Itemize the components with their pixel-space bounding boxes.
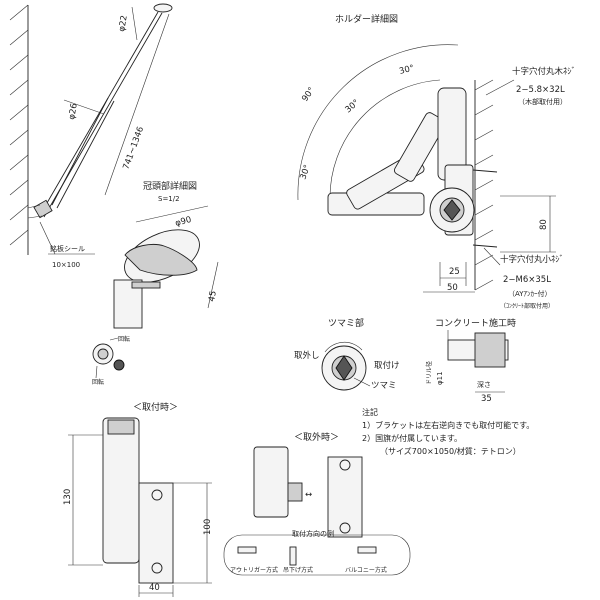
mounted-screw-bottom	[151, 562, 163, 574]
rotation-knob	[113, 359, 125, 371]
screw-small-size: 2−M6×35L	[503, 275, 551, 285]
removed-detail: ＜取外時＞ ↔	[253, 431, 363, 538]
knob-title: ツマミ部	[328, 317, 364, 329]
holder-knob-grip	[443, 199, 461, 221]
pole-cap-knob	[153, 3, 173, 13]
dim-50: 50	[447, 283, 458, 293]
screw-wood-size: 2−5.8×32L	[516, 85, 565, 95]
methods-title: 取付方向の例	[292, 529, 334, 538]
screw-wood-label: 十字穴付丸木ﾈｼﾞ	[512, 66, 576, 77]
angle-30-b: 30°	[344, 98, 362, 115]
wall-hatch	[9, 4, 29, 255]
knob-detail: ツマミ部 取外し 取付け ツマミ	[294, 317, 400, 391]
mounted-screw-top	[151, 489, 163, 501]
dim-40: 40	[149, 583, 160, 593]
notes: 注記 1）ブラケットは左右逆向きでも取付可能です。 2）国旗が付属しています。 …	[362, 407, 534, 456]
angle-30-a: 30°	[398, 63, 415, 77]
mounted-detail: ＜取付時＞ 130 100 40	[63, 402, 213, 597]
method-1-label: アウトリガー方式	[230, 566, 278, 574]
holder-detail: ホルダー詳細図 90° 30° 30° 30° 十字穴付丸木ﾈｼﾞ 2−5.8×…	[297, 13, 576, 310]
cap-detail-scale: S=1/2	[158, 195, 180, 203]
cap-pin	[131, 281, 161, 289]
pole-dia-mid: φ26	[67, 103, 80, 121]
flag-pole	[27, 3, 173, 219]
note-line-3: （サイズ700×1050/材質：テトロン）	[380, 446, 521, 456]
note-line-2: 2）国旗が付属しています。	[362, 433, 462, 443]
knob-label: ツマミ	[371, 381, 397, 391]
screw-small-note2: （ｺﾝｸﾘｰﾄ部取付用）	[500, 302, 554, 310]
holder-detail-title: ホルダー詳細図	[335, 13, 398, 25]
cap-dia: φ90	[174, 215, 192, 229]
pole-length: 741~1346	[121, 125, 146, 171]
pole-dia-top: φ22	[117, 15, 130, 33]
bracket-mount	[33, 199, 53, 219]
pole-dimensions: φ22 φ26 741~1346 銘板シール 10×100	[39, 6, 170, 269]
removed-screw-top	[339, 459, 351, 471]
knob-remove: 取外し	[294, 350, 320, 361]
dim-25: 25	[449, 267, 460, 277]
knob-rotation-arc	[324, 341, 363, 353]
drill-dia: φ11	[436, 371, 444, 385]
mounted-pole	[102, 417, 140, 564]
screw-wood-note: （木部取付用）	[518, 97, 567, 106]
method-3-label: バルコニー方式	[345, 566, 387, 574]
method-2-icon	[289, 546, 297, 566]
notes-heading: 注記	[362, 407, 378, 417]
nameplate-size: 10×100	[52, 261, 80, 269]
knob-grip	[335, 355, 353, 381]
removed-title: ＜取外時＞	[294, 431, 339, 443]
removed-screw-bottom	[339, 522, 351, 534]
cap-height: 45	[207, 290, 219, 302]
removed-pole	[253, 446, 289, 518]
mounting-methods: 取付方向の例 アウトリガー方式 吊下げ方式 バルコニー方式	[223, 529, 411, 576]
removed-knob	[287, 482, 303, 502]
dim-100: 100	[203, 519, 213, 535]
screw-small-label: 十字穴付丸小ﾈｼﾞ	[500, 254, 564, 265]
swing-arc-outer	[297, 44, 459, 201]
rotation-label-top: 回転	[118, 335, 130, 343]
rotation-label-bottom: 回転	[92, 378, 104, 386]
methods-frame	[223, 534, 411, 576]
concrete-detail: コンクリート施工時 ドリル径 φ11 深さ 35	[425, 317, 516, 404]
rotation-inner	[97, 348, 109, 360]
dim-80: 80	[539, 219, 549, 230]
method-3-icon	[357, 546, 377, 554]
rotation-detail: 回転 回転	[92, 335, 130, 386]
nameplate-label: 銘板シール	[50, 244, 85, 253]
swing-arc-inner	[329, 79, 441, 201]
dim-130: 130	[63, 489, 73, 505]
pole-position-60	[393, 112, 447, 182]
angle-30-c: 30°	[298, 163, 313, 181]
mounted-pole-top	[107, 419, 135, 435]
mounted-title: ＜取付時＞	[133, 402, 178, 413]
knob-attach: 取付け	[374, 360, 400, 371]
depth-value: 35	[481, 394, 492, 404]
concrete-body	[474, 332, 506, 368]
removed-arrow: ↔	[305, 490, 312, 500]
screw-small-note: （AYｱﾝｶｰ付）	[508, 289, 552, 298]
cap-shadow	[124, 244, 198, 276]
method-1-icon	[237, 546, 257, 554]
note-line-1: 1）ブラケットは左右逆向きでも取付可能です。	[362, 420, 534, 430]
cap-detail: 冠頭部詳細図 S=1/2 φ90 45	[113, 180, 219, 329]
method-2-label: 吊下げ方式	[283, 566, 313, 574]
concrete-title: コンクリート施工時	[435, 317, 516, 329]
depth-label: 深さ	[477, 380, 491, 389]
drill-label: ドリル径	[425, 361, 433, 385]
angle-90: 90°	[300, 86, 317, 104]
cap-detail-title: 冠頭部詳細図	[143, 180, 197, 192]
